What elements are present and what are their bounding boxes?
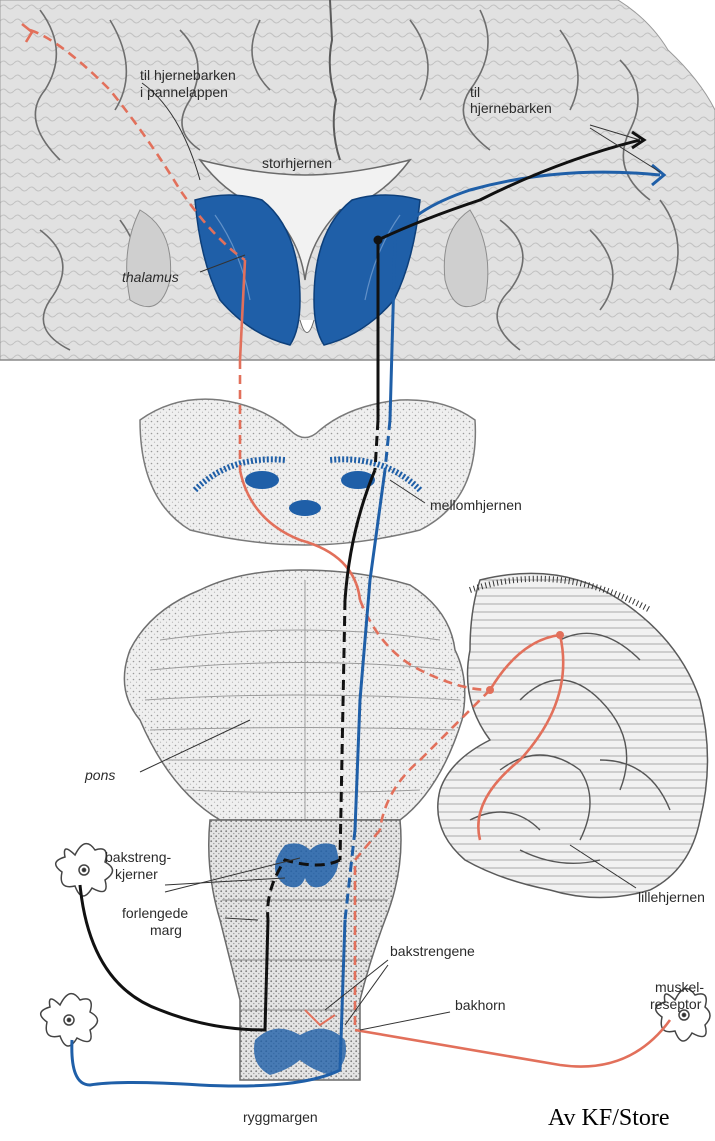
neuron-forlengede (56, 844, 113, 896)
cerebrum-section (0, 0, 715, 360)
neuron-ryggmarg (41, 994, 98, 1046)
label-storhjernen: storhjernen (262, 155, 332, 171)
label-bakstrengkjerner-line2: kjerner (115, 866, 158, 882)
label-muskelreseptor-line2: reseptor (650, 996, 702, 1012)
label-til-hjernebarken-pannelappen-line1: til hjernebarken (140, 67, 236, 83)
label-pons: pons (84, 767, 115, 783)
label-thalamus: thalamus (122, 269, 179, 285)
pons-section (124, 570, 464, 820)
medulla-section (209, 820, 401, 1080)
label-forlengede-marg-line1: forlengede (122, 905, 188, 921)
label-muskelreseptor-line1: muskel- (655, 979, 704, 995)
label-til-hjernebarken-pannelappen-line2: i pannelappen (140, 84, 228, 100)
label-bakstrengkjerner-line1: bakstreng- (105, 849, 171, 865)
image-credit: Av KF/Store (548, 1105, 670, 1132)
label-bakstrengene: bakstrengene (390, 943, 475, 959)
label-til-line1: til (470, 84, 480, 100)
label-mellomhjernen: mellomhjernen (430, 497, 522, 513)
label-forlengede-marg-line2: marg (150, 922, 182, 938)
label-lillehjernen: lillehjernen (638, 889, 705, 905)
label-bakhorn: bakhorn (455, 997, 506, 1013)
label-ryggmargen: ryggmargen (243, 1109, 318, 1125)
cerebellum-section (438, 573, 708, 897)
midbrain-section (140, 399, 475, 545)
label-til-line2: hjernebarken (470, 100, 552, 116)
